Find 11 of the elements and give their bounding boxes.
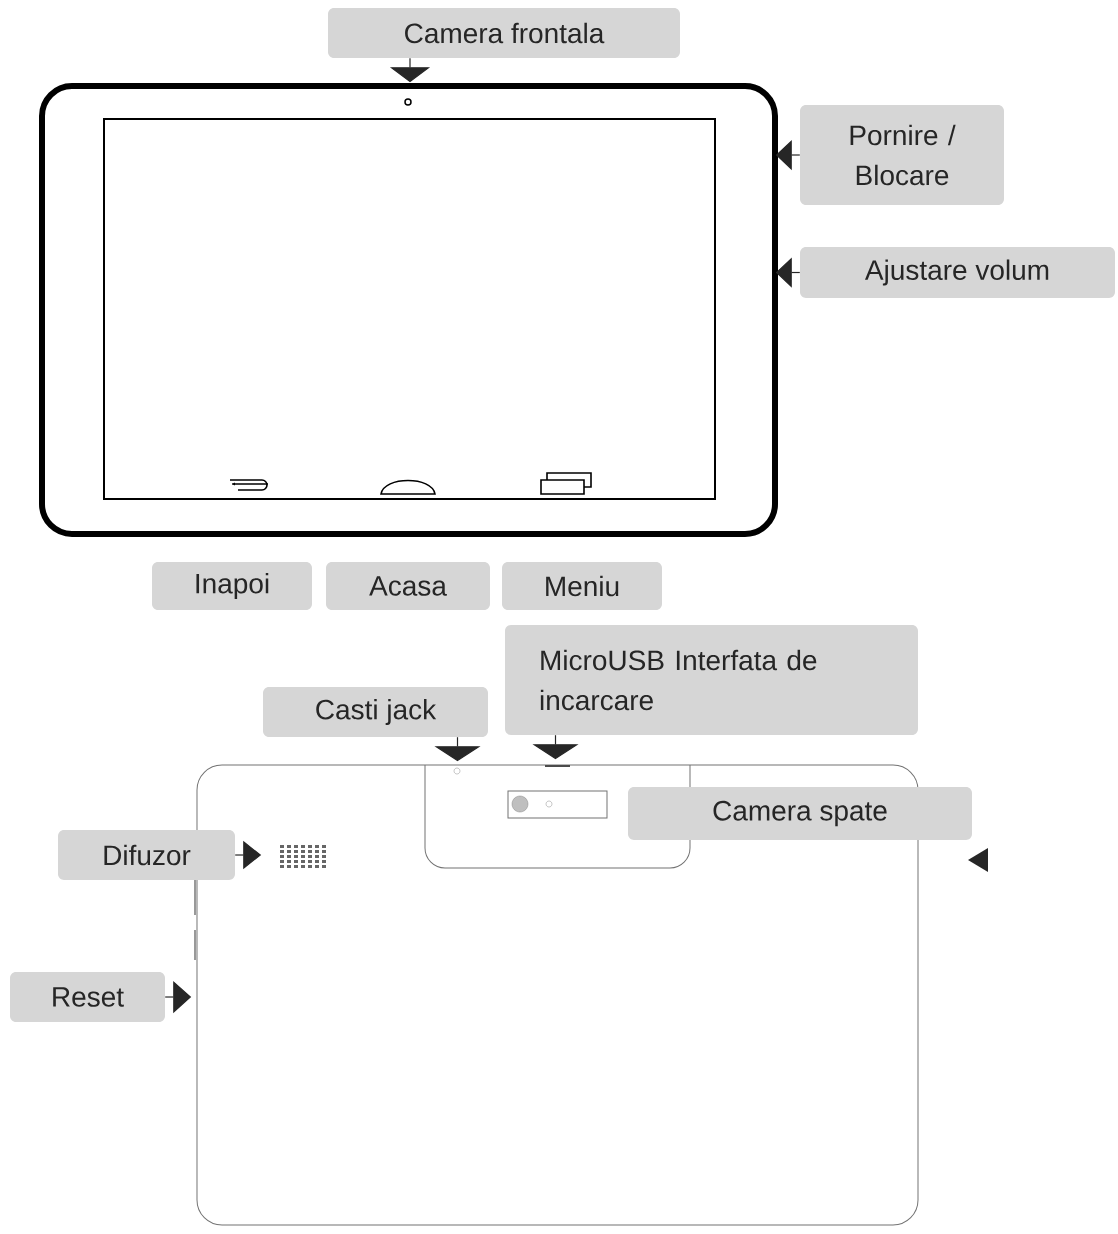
label-box: MicroUSB Interfata de incarcare — [505, 625, 918, 735]
label-box: Ajustare volum — [800, 247, 1115, 298]
label-box: Inapoi — [152, 562, 312, 610]
label-box: Reset — [10, 972, 165, 1022]
label-box: Meniu — [502, 562, 662, 610]
label-box: Pornire / Blocare — [800, 105, 1004, 205]
label-box: Acasa — [326, 562, 490, 610]
label-box: Camera frontala — [328, 8, 680, 58]
label-box: Camera spate — [628, 787, 972, 840]
label-box: Casti jack — [263, 687, 488, 737]
label-box: Difuzor — [58, 830, 235, 880]
